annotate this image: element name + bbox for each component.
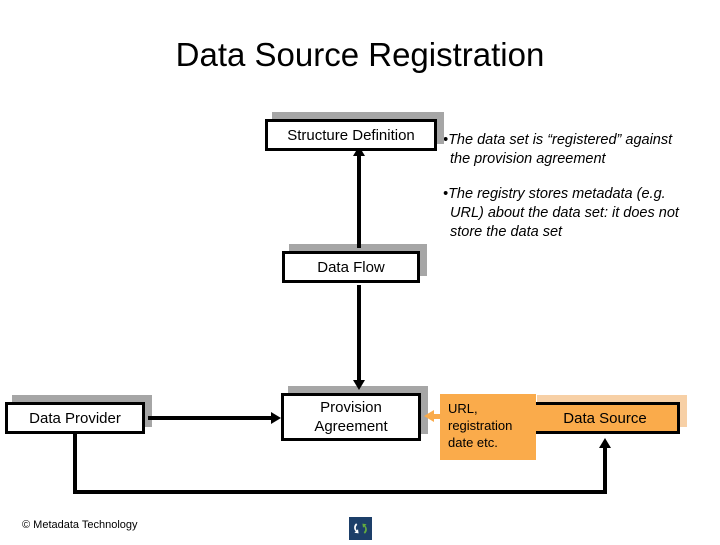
node-structure-definition-label: Structure Definition [287, 126, 415, 144]
node-data-source-label: Data Source [563, 409, 647, 427]
annotation-url-note[interactable]: URL, registration date etc. [440, 394, 536, 460]
recycle-arrows-logo-icon [349, 517, 372, 540]
connector-up-to-datasource-segment [603, 446, 607, 494]
arrowhead-up-structure [353, 146, 365, 156]
node-data-source[interactable]: Data Source [530, 402, 680, 434]
annotation-url-note-line2: registration [448, 418, 513, 433]
node-data-flow-label: Data Flow [317, 258, 385, 276]
connector-dataflow-to-provision [357, 285, 361, 380]
arrowhead-down-provision [353, 380, 365, 390]
node-provision-agreement-line2: Agreement [314, 418, 388, 435]
bullet-item: •The data set is “registered” against th… [443, 132, 673, 167]
node-data-flow[interactable]: Data Flow [282, 251, 420, 283]
node-data-provider[interactable]: Data Provider [5, 402, 145, 434]
page-title: Data Source Registration [175, 36, 545, 73]
footer-copyright: © Metadata Technology [22, 519, 138, 531]
node-data-provider-label: Data Provider [29, 409, 121, 427]
annotation-url-note-line3: date etc. [448, 435, 498, 450]
arrowhead-right-provision [271, 412, 281, 424]
arrowhead-left-provision-orange [424, 410, 434, 422]
arrowhead-up-datasource [599, 438, 611, 448]
node-structure-definition[interactable]: Structure Definition [265, 119, 437, 151]
node-provision-agreement-label: Provision Agreement [314, 398, 387, 436]
connector-dataflow-to-structure [357, 154, 361, 248]
node-provision-agreement-line1: Provision [320, 399, 382, 416]
connector-bottom-horizontal-segment [73, 490, 607, 494]
node-provision-agreement[interactable]: Provision Agreement [281, 393, 421, 441]
annotation-url-note-line1: URL, [448, 401, 478, 416]
bullet-item: •The registry stores metadata (e.g. URL)… [443, 186, 679, 240]
connector-provider-to-provision [148, 416, 273, 420]
bullet-list: •The data set is “registered” against th… [443, 131, 688, 242]
connector-provider-down-segment [73, 434, 77, 494]
